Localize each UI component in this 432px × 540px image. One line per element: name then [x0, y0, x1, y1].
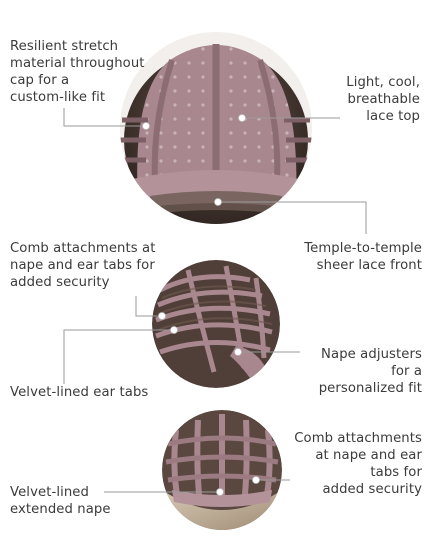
callout-stretch-material: Resilient stretch material throughout ca…	[10, 39, 145, 105]
callout-lace-top: Light, cool, breathable lace top	[346, 75, 420, 124]
marker-lace-front	[214, 198, 222, 206]
callout-velvet-nape: Velvet-lined extended nape	[10, 485, 111, 517]
marker-stretch	[142, 122, 150, 130]
marker-ear-tab	[170, 326, 178, 334]
callout-velvet-ear-tabs: Velvet-lined ear tabs	[10, 385, 149, 400]
callout-lace-front: Temple-to-temple sheer lace front	[304, 241, 422, 273]
callout-markers	[142, 114, 260, 496]
marker-lace-top	[238, 114, 246, 122]
marker-comb-2	[252, 476, 260, 484]
leader-lines	[63, 108, 367, 493]
callout-comb-attachments-1: Comb attachments at nape and ear tabs fo…	[10, 241, 156, 290]
marker-velvet-nape	[216, 488, 224, 496]
cap-back-view	[162, 410, 282, 530]
marker-nape-adjuster	[234, 348, 242, 356]
cap-front-view	[120, 32, 312, 224]
marker-comb-1	[158, 312, 166, 320]
callout-comb-attachments-2: Comb attachments at nape and ear tabs fo…	[294, 431, 422, 497]
callout-nape-adjusters: Nape adjusters for a personalized fit	[318, 347, 422, 396]
cap-side-view	[152, 260, 280, 388]
